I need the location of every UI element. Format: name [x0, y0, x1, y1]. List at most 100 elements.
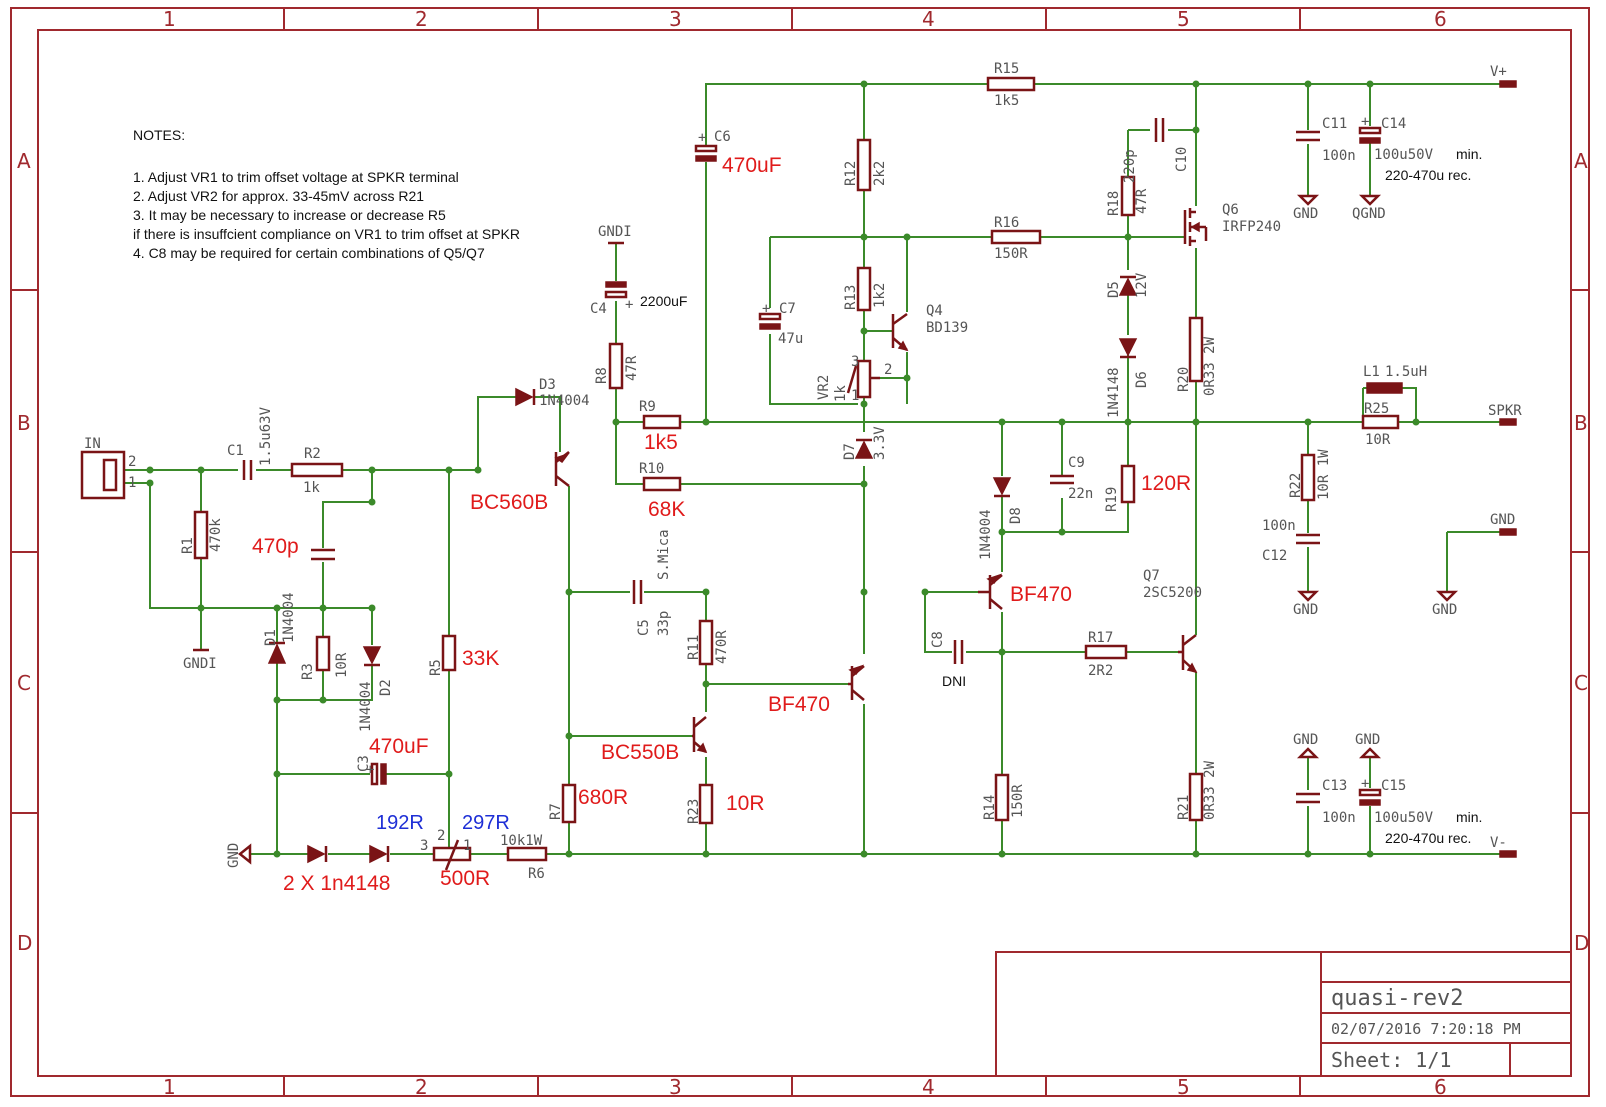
- r9-resistor: R9 1k5: [639, 399, 682, 454]
- title-block: quasi-rev2 02/07/2016 7:20:18 PM Sheet: …: [995, 951, 1572, 1077]
- r6-name: R6: [528, 866, 545, 882]
- wires: [124, 83, 1500, 855]
- q5-value: BF470: [1010, 583, 1072, 606]
- col-label-bottom: 5: [1177, 1075, 1190, 1099]
- col-label-top: 2: [415, 7, 428, 31]
- r23-name: R23: [686, 799, 702, 824]
- date-text: 02/07/2016 7:20:18 PM: [1331, 1020, 1521, 1038]
- r6-resistor: 10k1W R6: [500, 833, 548, 882]
- d1-diode: D1 1N4004: [263, 592, 297, 664]
- r7-name: R7: [548, 803, 564, 820]
- c8-value: DNI: [942, 673, 966, 689]
- r14-value: 150R: [1010, 784, 1026, 818]
- d6-name: D6: [1134, 371, 1150, 388]
- c9-capacitor: C9 22n: [1050, 455, 1093, 502]
- vr2-pin2: 2: [884, 362, 892, 378]
- c12-value: 100n: [1262, 518, 1296, 534]
- r21-name: R21: [1176, 795, 1192, 820]
- c5-capacitor: C5 33p S.Mica: [632, 529, 672, 636]
- c470p-value: 470p: [252, 535, 299, 558]
- c6-plus: +: [698, 130, 706, 146]
- diode-pair-label: 2 X 1n4148: [283, 872, 390, 895]
- row-label-right: D: [1574, 931, 1589, 955]
- r14-resistor: R14 150R: [982, 773, 1026, 822]
- q2-transistor: BC550B: [601, 716, 708, 764]
- c7-plus: +: [762, 301, 770, 317]
- gnd-label: GND: [1293, 602, 1318, 618]
- vr1-left-value: 192R: [376, 812, 424, 834]
- col-label-bottom: 2: [415, 1075, 428, 1099]
- spkr-terminal: SPKR: [1488, 403, 1522, 426]
- r7-value: 680R: [578, 786, 628, 809]
- r17-name: R17: [1088, 630, 1113, 646]
- q6-value: IRFP240: [1222, 219, 1281, 235]
- note-line: 3. It may be necessary to increase or de…: [133, 207, 446, 223]
- d2-name: D2: [378, 679, 394, 696]
- vr1-right-value: 297R: [462, 812, 510, 834]
- d5-name: D5: [1106, 281, 1122, 298]
- d3-value: 1N4004: [539, 393, 590, 409]
- vr1-pin1: 1: [463, 838, 471, 854]
- c6-capacitor: + C6 470uF: [694, 129, 782, 177]
- r15-value: 1k5: [994, 93, 1019, 109]
- qgnd-label: QGND: [1352, 206, 1386, 222]
- c5-name: C5: [636, 619, 652, 636]
- q4-transistor: Q4 BD139: [891, 303, 968, 352]
- vr1-trimpot: 3 2 1 500R 192R 297R: [376, 812, 510, 890]
- c12-name: C12: [1262, 548, 1287, 564]
- c6-name: C6: [714, 129, 731, 145]
- qgnd-symbol: QGND: [1352, 194, 1386, 222]
- c13-value: 100n: [1322, 810, 1356, 826]
- r9-value: 1k5: [644, 431, 678, 454]
- r16-name: R16: [994, 215, 1019, 231]
- c11-name: C11: [1322, 116, 1347, 132]
- col-label-bottom: 1: [163, 1075, 176, 1099]
- c13-name: C13: [1322, 778, 1347, 794]
- r5-name: R5: [428, 659, 444, 676]
- c7-value: 47u: [778, 331, 803, 347]
- pin-label: 1: [128, 475, 136, 491]
- r7-resistor: R7 680R: [548, 783, 628, 824]
- d8-name: D8: [1008, 507, 1024, 524]
- vr1-pin2: 2: [437, 828, 445, 844]
- c9-name: C9: [1068, 455, 1085, 471]
- c15-plus: +: [1361, 776, 1369, 792]
- note-line: 2. Adjust VR2 for approx. 33-45mV across…: [133, 188, 424, 204]
- d3-diode: D3 1N4004: [515, 377, 590, 409]
- c10-capacitor: 220p C10: [1122, 118, 1190, 183]
- r2-resistor: R2 1k: [290, 446, 344, 496]
- vr1-pin3: 3: [420, 838, 428, 854]
- c4-value: 2200uF: [640, 293, 687, 309]
- gnd-symbol: GND: [226, 843, 252, 868]
- c8-name: C8: [930, 631, 946, 648]
- series-diodes: 2 X 1n4148: [283, 844, 390, 895]
- r12-resistor: R12 2k2: [843, 138, 888, 192]
- r13-resistor: R13 1k2: [843, 266, 888, 312]
- r22-value: 10R 1W: [1316, 449, 1332, 500]
- r10-value: 68K: [648, 498, 685, 521]
- gndi-symbol: GNDI: [598, 224, 632, 245]
- r17-resistor: R17 2R2: [1084, 630, 1128, 679]
- r17-value: 2R2: [1088, 663, 1113, 679]
- r18-value: 47R: [1134, 188, 1150, 214]
- r10-resistor: R10 68K: [639, 461, 685, 521]
- row-label-left: C: [17, 671, 31, 695]
- r2-name: R2: [304, 446, 321, 462]
- col-label-top: 6: [1434, 7, 1447, 31]
- gndi-label: GNDI: [183, 656, 217, 672]
- d2-value: 1N4004: [358, 681, 374, 732]
- col-label-bottom: 6: [1434, 1075, 1447, 1099]
- c4-plus: +: [625, 297, 633, 313]
- r3-value: 10R: [334, 652, 350, 678]
- vplus-label: V+: [1490, 64, 1507, 80]
- r23-resistor: R23 10R: [686, 783, 765, 825]
- r19-value: 120R: [1141, 472, 1191, 495]
- sheet-text: Sheet: 1/1: [1331, 1048, 1451, 1072]
- grid-labels: 1 2 3 4 5 6 1 2 3 4 5 6 A B C D A B C D: [17, 7, 1589, 1099]
- c15-name: C15: [1381, 778, 1406, 794]
- q1-value: BC560B: [470, 491, 548, 514]
- q7-transistor: Q7 2SC5200: [1143, 422, 1202, 674]
- d7-zener: D7 3.3V: [842, 426, 888, 460]
- gnd-label: GND: [1432, 602, 1457, 618]
- row-label-left: B: [17, 411, 31, 435]
